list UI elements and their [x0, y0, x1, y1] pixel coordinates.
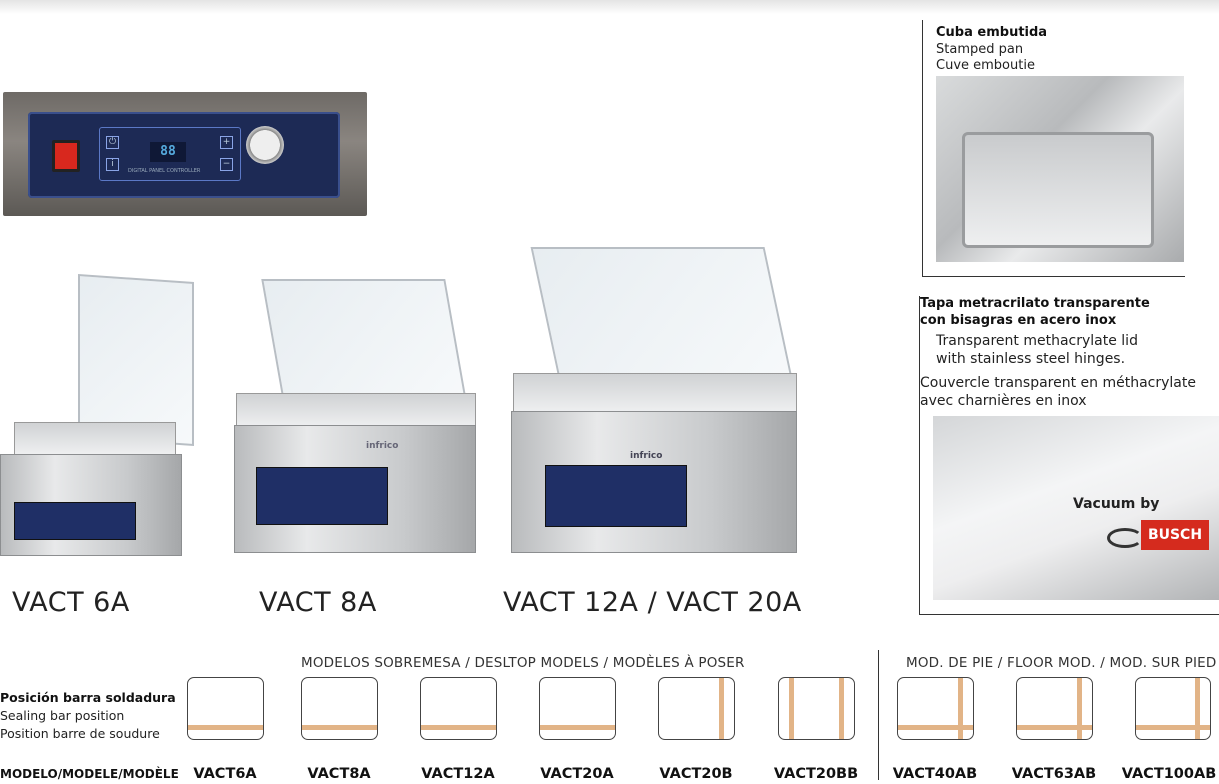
row-label-en: Sealing bar position — [0, 708, 125, 723]
model-name: VACT6A — [193, 766, 257, 782]
lid-fr-1: Couvercle transparent en méthacrylate — [920, 375, 1196, 391]
seal-diagram-vact63ab — [1016, 677, 1093, 740]
model-name: VACT20BB — [773, 766, 859, 782]
lid-fr-2: avec charnières en inox — [920, 393, 1087, 409]
lid — [261, 279, 467, 401]
seal-diagram-vact100ab — [1135, 677, 1211, 740]
seal-diagram-vact20bb — [778, 677, 855, 740]
control-strip — [256, 467, 388, 525]
controller-caption: DIGITAL PANEL CONTROLLER — [128, 168, 201, 174]
info-icon: i — [106, 158, 119, 171]
model-label-vact8a: VACT 8A — [259, 587, 377, 618]
start-stop-icon: ⏻ — [106, 136, 119, 149]
lid-en-1: Transparent methacrylate lid — [936, 333, 1138, 349]
header-desktop-models: MODELOS SOBREMESA / DESLTOP MODELS / MOD… — [301, 655, 745, 671]
brand-logo: infrico — [366, 441, 399, 451]
control-panel-photo: ⏻ i 88 + − DIGITAL PANEL CONTROLLER — [3, 92, 367, 216]
brand-logo: infrico — [630, 451, 663, 461]
model-label-vact12a-20a: VACT 12A / VACT 20A — [503, 587, 802, 618]
pan-interior — [962, 132, 1154, 248]
model-name: VACT12A — [421, 766, 495, 782]
control-panel-face: ⏻ i 88 + − DIGITAL PANEL CONTROLLER — [28, 112, 340, 198]
lid — [78, 273, 194, 447]
control-strip — [545, 465, 687, 527]
rotation-arrow-icon — [1107, 528, 1143, 548]
busch-logo: BUSCH — [1141, 520, 1209, 550]
plus-icon: + — [220, 136, 233, 149]
stamped-pan-box: Cuba embutida Stamped pan Cuve emboutie — [922, 20, 1185, 277]
power-switch — [52, 140, 80, 172]
model-name: VACT63AB — [1011, 766, 1097, 782]
minus-icon: − — [220, 158, 233, 171]
model-name: VACT20A — [540, 766, 614, 782]
model-name: VACT8A — [307, 766, 371, 782]
chamber — [14, 422, 176, 460]
stamped-pan-photo — [936, 76, 1184, 262]
stamped-pan-en: Stamped pan — [936, 42, 1024, 57]
model-name: VACT40AB — [892, 766, 978, 782]
seal-diagram-vact8a — [301, 677, 378, 740]
digital-controller: ⏻ i 88 + − DIGITAL PANEL CONTROLLER — [99, 127, 241, 181]
model-name: VACT100AB — [1121, 766, 1217, 782]
lid-photo: Vacuum by BUSCH — [933, 416, 1219, 600]
lid-box: Tapa metracrilato transparente con bisag… — [919, 296, 1219, 615]
model-row-label: MODELO/MODELE/MODÈLE — [0, 767, 179, 781]
machine-vact6a — [0, 270, 200, 570]
seal-diagram-vact20b — [658, 677, 735, 740]
top-shade — [0, 0, 1219, 14]
row-label-fr: Position barre de soudure — [0, 726, 160, 741]
lcd-display: 88 — [150, 142, 186, 162]
vacuum-gauge — [246, 126, 284, 164]
vacuum-by-text: Vacuum by — [1073, 496, 1160, 512]
control-strip — [14, 502, 136, 540]
machine-vact12a: infrico — [505, 245, 805, 565]
model-label-vact6a: VACT 6A — [12, 587, 130, 618]
lid — [530, 247, 794, 383]
header-floor-models: MOD. DE PIE / FLOOR MOD. / MOD. SUR PIED — [906, 655, 1217, 671]
seal-diagram-vact12a — [420, 677, 497, 740]
seal-diagram-vact20a — [539, 677, 616, 740]
lid-es-1: Tapa metracrilato transparente — [920, 296, 1150, 311]
seal-diagram-vact40ab — [897, 677, 974, 740]
section-divider — [878, 650, 879, 780]
model-name: VACT20B — [659, 766, 733, 782]
seal-diagram-vact6a — [187, 677, 264, 740]
stamped-pan-es: Cuba embutida — [936, 25, 1048, 40]
stamped-pan-fr: Cuve emboutie — [936, 58, 1035, 73]
lid-es-2: con bisagras en acero inox — [920, 313, 1117, 328]
row-label-es: Posición barra soldadura — [0, 690, 176, 705]
lid-en-2: with stainless steel hinges. — [936, 351, 1126, 367]
machine-vact8a: infrico — [232, 275, 482, 565]
